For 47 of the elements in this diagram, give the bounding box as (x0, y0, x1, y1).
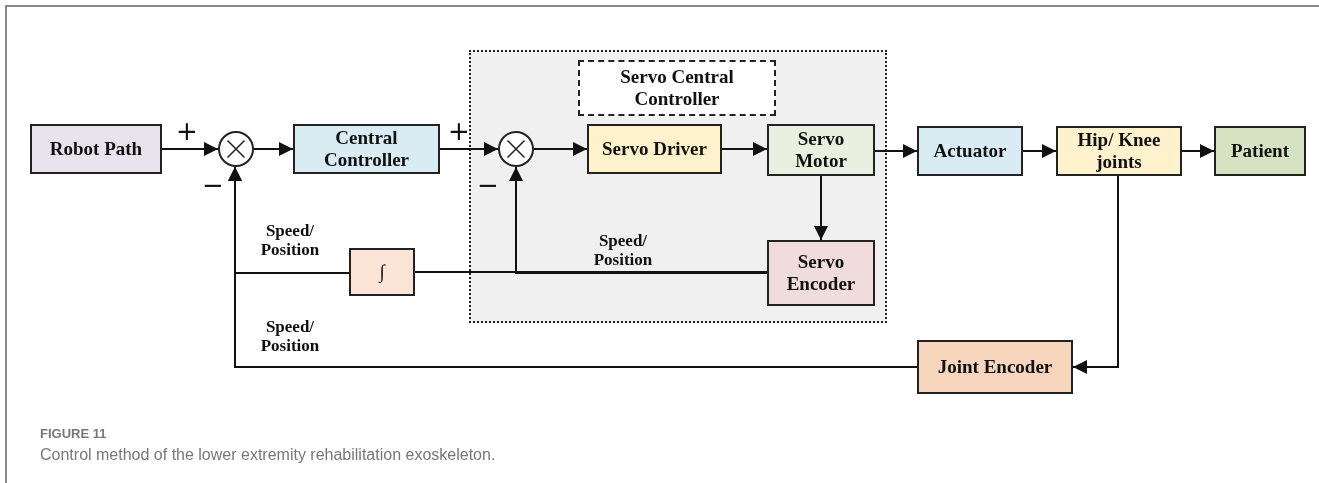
arrow (253, 142, 294, 156)
box-label: Servo Central Controller (619, 66, 735, 110)
arrow (509, 166, 768, 274)
box-label: Actuator (933, 140, 1007, 162)
box-label: Hip/ Knee joints (1076, 129, 1162, 173)
process-box (917, 340, 1073, 394)
process-box (1214, 126, 1306, 176)
box-label: Servo Driver (602, 138, 707, 160)
edge-label: Speed/ Position (259, 222, 321, 260)
sign-label: − (202, 172, 224, 198)
sign-label: − (477, 172, 499, 198)
arrow (439, 142, 499, 156)
edge-label: Speed/ Position (592, 232, 654, 270)
process-box (917, 126, 1023, 176)
box-label: Servo Motor (794, 128, 848, 172)
arrow (161, 142, 219, 156)
box-label: Central Controller (322, 127, 411, 171)
arrow (874, 144, 918, 158)
arrow (721, 142, 768, 156)
sign-label: + (176, 118, 198, 144)
process-box (30, 124, 162, 174)
box-label: Robot Path (49, 138, 143, 160)
figure-number: FIGURE 11 (40, 426, 107, 441)
arrow (228, 166, 918, 368)
arrow (814, 175, 828, 241)
group-title-box (578, 60, 776, 116)
arrow (533, 142, 588, 156)
arrow (1181, 144, 1215, 158)
process-box (767, 124, 875, 176)
arrow (1072, 175, 1119, 374)
edge-label: Speed/ Position (259, 318, 321, 356)
box-label: Servo Encoder (785, 251, 857, 295)
process-box (587, 124, 722, 174)
process-box (1056, 126, 1182, 176)
integrator-box (349, 248, 415, 296)
line (414, 271, 768, 273)
arrow (1022, 144, 1057, 158)
process-box (767, 240, 875, 306)
integral-sign: ∫ (379, 261, 385, 283)
box-label: Joint Encoder (937, 356, 1053, 378)
caption: Control method of the lower extremity rehabilitation exoskeleton. (40, 446, 496, 464)
summing-junction (498, 131, 534, 167)
process-box (293, 124, 440, 174)
group-box (469, 50, 887, 323)
sign-label: + (448, 118, 470, 144)
summing-junction (218, 131, 254, 167)
box-label: Patient (1230, 140, 1289, 162)
